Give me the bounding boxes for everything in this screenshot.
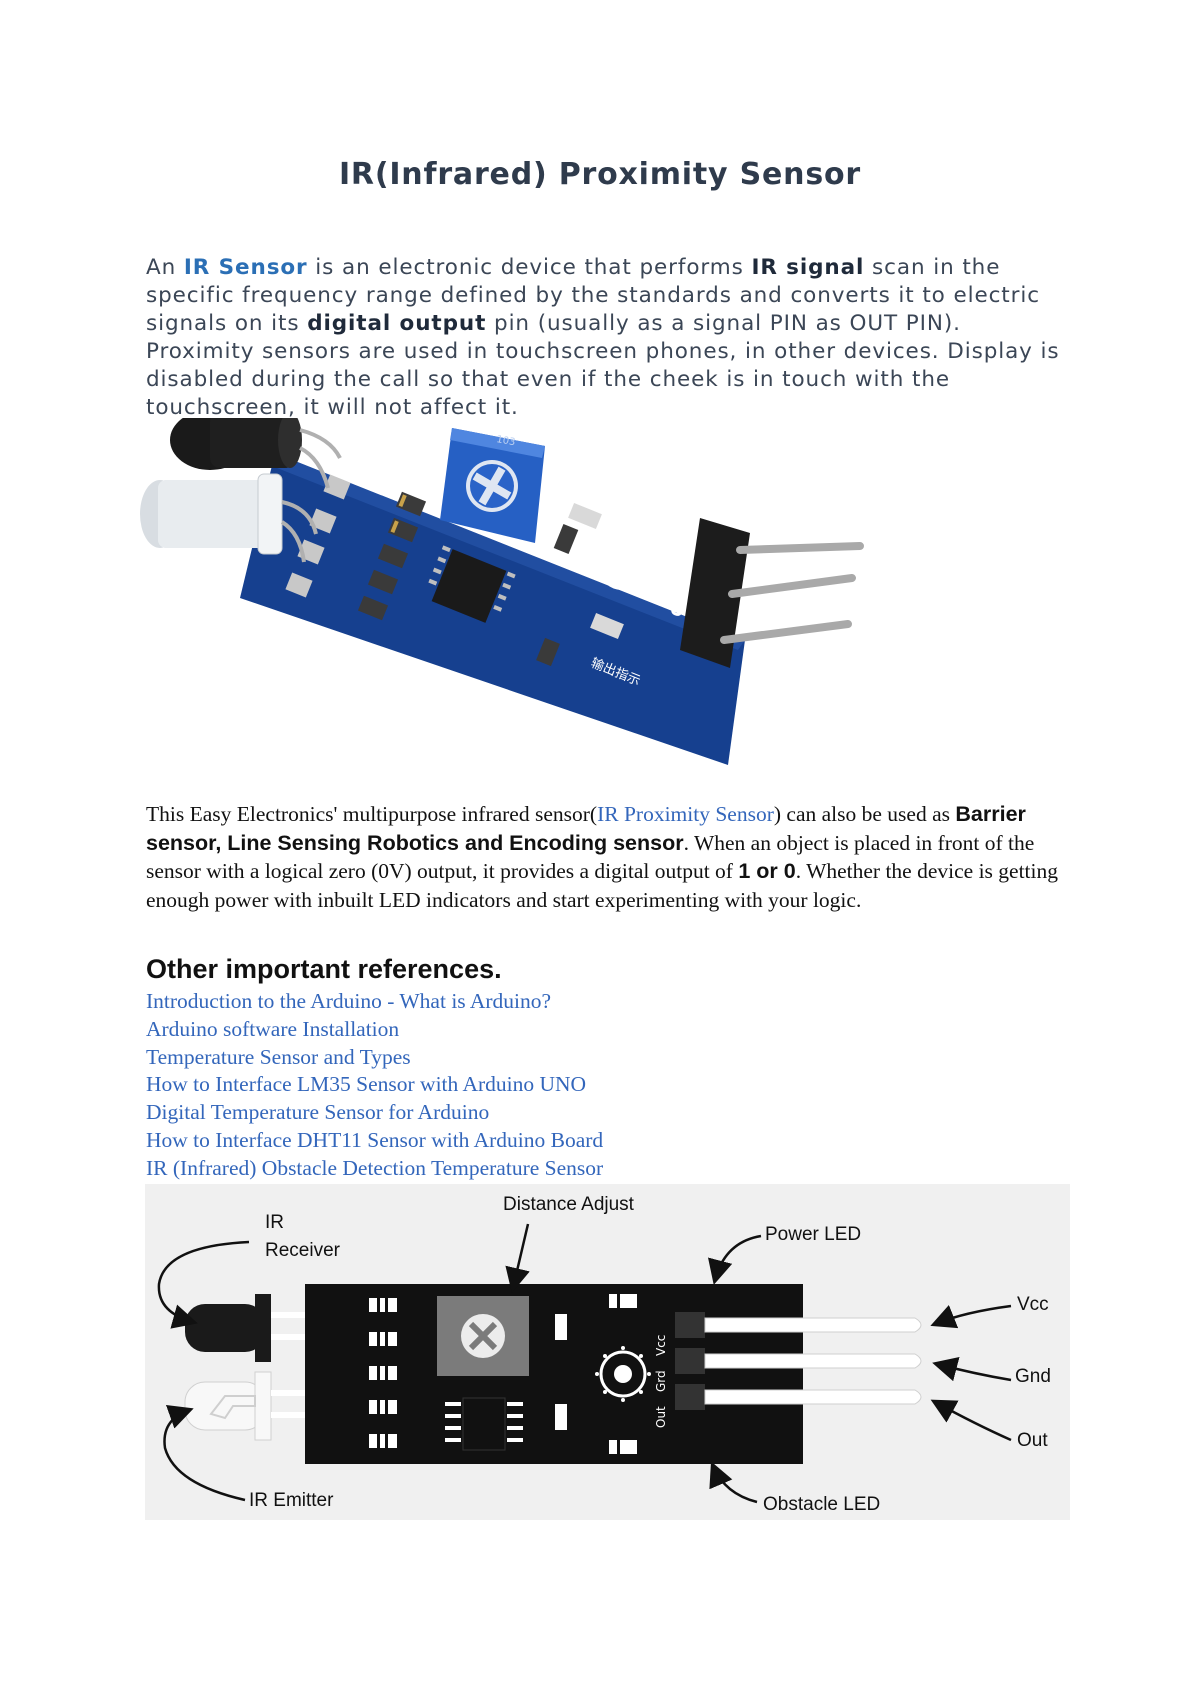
reference-item: How to Interface LM35 Sensor with Arduin… xyxy=(146,1071,603,1099)
output-led-photo xyxy=(590,612,624,640)
output-values-bold: 1 or 0 xyxy=(738,859,796,883)
ir-signal-term: IR signal xyxy=(751,255,865,280)
reference-item: Arduino software Installation xyxy=(146,1016,603,1044)
reference-link-dht11[interactable]: How to Interface DHT11 Sensor with Ardui… xyxy=(146,1127,604,1152)
pin-header xyxy=(680,518,750,668)
reference-link-temperature-types[interactable]: Temperature Sensor and Types xyxy=(146,1044,411,1069)
reference-item: Introduction to the Arduino - What is Ar… xyxy=(146,988,603,1016)
label-ir-receiver-line1: IR xyxy=(265,1212,284,1233)
label-power-led: Power LED xyxy=(765,1224,861,1245)
comparator-ic xyxy=(431,549,507,623)
reference-link-digital-temp[interactable]: Digital Temperature Sensor for Arduino xyxy=(146,1100,490,1125)
label-distance-adjust: Distance Adjust xyxy=(503,1194,635,1215)
references-heading: Other important references. xyxy=(146,954,502,984)
reference-item: IR (Infrared) Obstacle Detection Tempera… xyxy=(146,1155,603,1183)
ir-emitter-photo xyxy=(140,473,318,563)
mount-hole xyxy=(600,550,644,590)
label-gnd: Gnd xyxy=(1015,1366,1051,1387)
uses-bold: Barrier sensor, Line Sensing Robotics an… xyxy=(146,802,1026,855)
reference-link-lm35[interactable]: How to Interface LM35 Sensor with Arduin… xyxy=(146,1072,587,1097)
reference-link-arduino-install[interactable]: Arduino software Installation xyxy=(146,1016,400,1041)
svg-text:Vcc: Vcc xyxy=(654,1335,668,1356)
ir-sensor-term: IR Sensor xyxy=(183,255,308,280)
power-led-photo xyxy=(568,502,602,530)
ir-proximity-sensor-link[interactable]: IR Proximity Sensor xyxy=(597,802,774,826)
intro-paragraph: An IR Sensor is an electronic device tha… xyxy=(146,255,1060,420)
digital-output-term: digital output xyxy=(307,311,487,336)
svg-text:Out: Out xyxy=(654,1406,668,1428)
reference-item: Digital Temperature Sensor for Arduino xyxy=(146,1099,603,1127)
sensor-module-photo: 103 电源指示 输出指示 OUT GND VCC MH xyxy=(140,418,864,765)
reference-link-ir-obstacle[interactable]: IR (Infrared) Obstacle Detection Tempera… xyxy=(146,1155,604,1180)
references-list: Introduction to the Arduino - What is Ar… xyxy=(146,988,603,1183)
svg-text:Grd: Grd xyxy=(654,1370,668,1392)
svg-text:103: 103 xyxy=(495,434,516,448)
reference-link-arduino-intro[interactable]: Introduction to the Arduino - What is Ar… xyxy=(146,989,552,1013)
label-ir-receiver-line2: Receiver xyxy=(265,1240,341,1261)
label-out: Out xyxy=(1017,1430,1048,1451)
reference-item: Temperature Sensor and Types xyxy=(146,1044,603,1072)
diagram-obstacle-led xyxy=(609,1440,637,1454)
diagram-power-led xyxy=(609,1294,637,1308)
ir-receiver-photo xyxy=(170,418,342,489)
label-vcc: Vcc xyxy=(1017,1294,1049,1315)
header-pins xyxy=(720,542,864,644)
reference-item: How to Interface DHT11 Sensor with Ardui… xyxy=(146,1127,603,1155)
sensor-pinout-diagram: Vcc Grd Out Distance Adjust IR Receiver … xyxy=(145,1184,1070,1520)
diagram-header-pins xyxy=(704,1317,922,1405)
label-obstacle-led: Obstacle LED xyxy=(763,1494,880,1515)
description-paragraph: This Easy Electronics' multipurpose infr… xyxy=(146,802,1058,912)
pcb-board xyxy=(240,453,745,765)
diagram-ic xyxy=(462,1397,506,1451)
label-ir-emitter: IR Emitter xyxy=(249,1490,334,1511)
page-title: IR(Infrared) Proximity Sensor xyxy=(338,157,862,192)
svg-text:电源指示: 电源指示 xyxy=(609,498,663,531)
